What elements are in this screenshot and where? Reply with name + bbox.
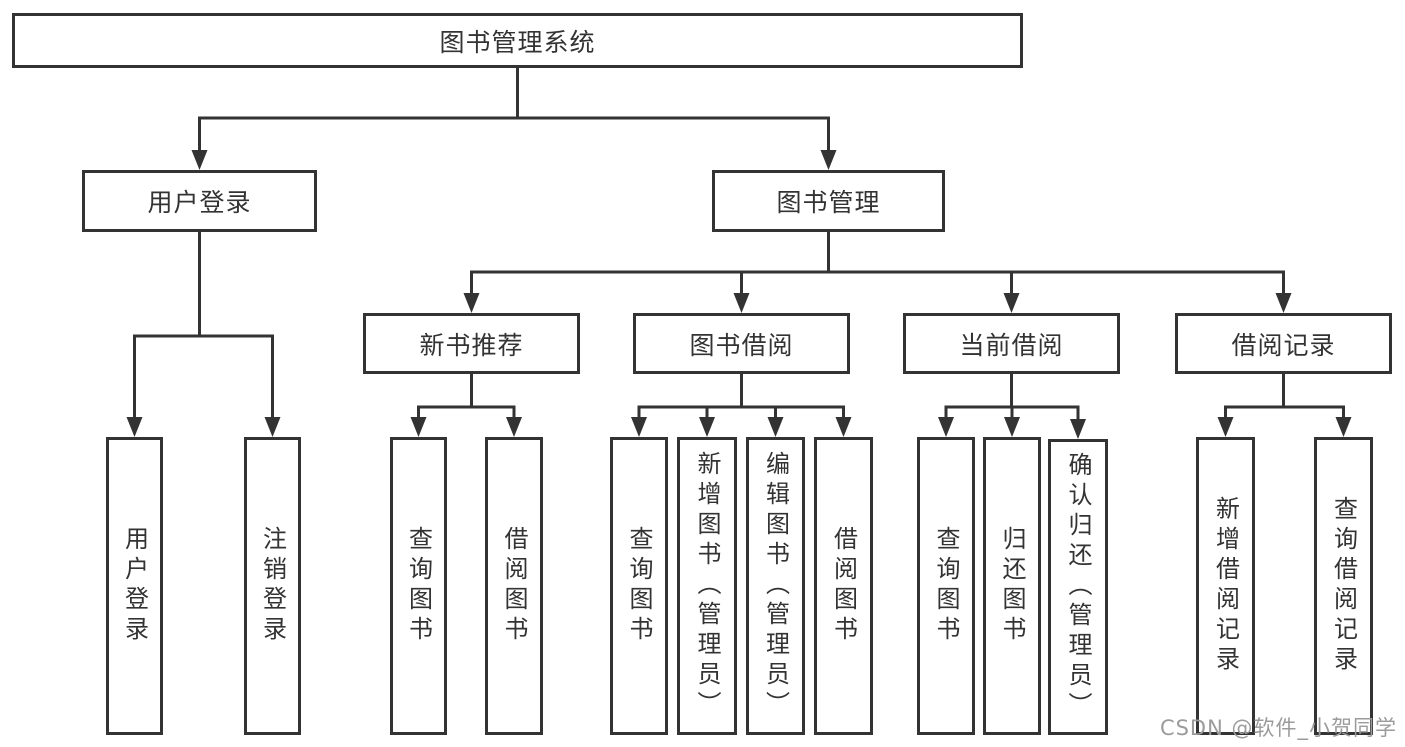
node-label: 当前借阅 bbox=[959, 330, 1064, 360]
node-label: 注销登录 bbox=[258, 526, 287, 646]
node-label: 编辑图书（管理员） bbox=[761, 451, 790, 721]
node-label: 用户登录 bbox=[147, 188, 252, 217]
node-add-book-admin: 新增图书（管理员） bbox=[677, 437, 737, 735]
node-borrow-books-leaf: 借阅图书 bbox=[814, 437, 873, 735]
arrow-down-icon bbox=[1275, 293, 1292, 313]
arrow-down-icon bbox=[264, 417, 281, 437]
node-label: 借阅图书 bbox=[829, 526, 858, 646]
node-label: 新书推荐 bbox=[419, 330, 524, 360]
node-book-management: 图书管理 bbox=[712, 170, 945, 232]
node-label: 查询图书 bbox=[932, 526, 960, 646]
arrow-down-icon bbox=[1217, 417, 1234, 437]
node-label: 新增图书（管理员） bbox=[693, 451, 721, 721]
node-edit-book-admin: 编辑图书（管理员） bbox=[746, 437, 805, 735]
arrow-down-icon bbox=[835, 417, 852, 437]
arrow-down-icon bbox=[463, 293, 480, 313]
node-confirm-return-admin: 确认归还（管理员） bbox=[1048, 439, 1108, 735]
node-label: 借阅图书 bbox=[500, 526, 528, 646]
arrow-down-icon bbox=[410, 417, 427, 437]
node-label: 确认归还（管理员） bbox=[1064, 452, 1092, 722]
node-query-books-recommend: 查询图书 bbox=[390, 437, 447, 735]
node-label: 归还图书 bbox=[998, 526, 1026, 646]
node-book-borrowing: 图书借阅 bbox=[633, 313, 850, 374]
node-query-books-current: 查询图书 bbox=[917, 437, 975, 735]
arrow-down-icon bbox=[1003, 293, 1020, 313]
arrow-down-icon bbox=[938, 417, 954, 437]
arrow-down-icon bbox=[506, 417, 522, 437]
node-label: 用户登录 bbox=[120, 526, 149, 646]
arrow-down-icon bbox=[699, 417, 715, 437]
node-user-login-leaf: 用户登录 bbox=[106, 437, 163, 735]
node-library-management-system: 图书管理系统 bbox=[12, 13, 1023, 68]
node-borrow-books-recommend: 借阅图书 bbox=[485, 437, 543, 735]
arrow-down-icon bbox=[1335, 417, 1352, 437]
node-new-book-recommendation: 新书推荐 bbox=[363, 313, 580, 374]
arrow-down-icon bbox=[631, 417, 647, 437]
arrow-down-icon bbox=[1004, 417, 1020, 437]
arrow-down-icon bbox=[767, 417, 784, 437]
node-label: 借阅记录 bbox=[1231, 330, 1336, 360]
node-label: 查询图书 bbox=[404, 526, 433, 646]
node-label: 图书管理 bbox=[776, 188, 881, 217]
arrow-down-icon bbox=[126, 417, 143, 437]
node-current-borrowing: 当前借阅 bbox=[903, 313, 1120, 374]
node-label: 查询图书 bbox=[625, 526, 653, 646]
watermark: CSDN @软件_小贺同学 bbox=[1159, 716, 1397, 740]
node-query-borrow-record: 查询借阅记录 bbox=[1314, 437, 1373, 735]
node-query-books-borrowing: 查询图书 bbox=[610, 437, 668, 735]
node-label: 查询借阅记录 bbox=[1329, 496, 1358, 676]
node-label: 图书管理系统 bbox=[439, 27, 596, 57]
arrow-down-icon bbox=[191, 150, 208, 170]
arrow-down-icon bbox=[820, 150, 837, 170]
arrow-down-icon bbox=[733, 293, 750, 313]
node-return-book: 归还图书 bbox=[983, 437, 1041, 735]
node-add-borrow-record: 新增借阅记录 bbox=[1196, 437, 1255, 735]
node-label: 新增借阅记录 bbox=[1211, 496, 1240, 676]
node-borrowing-records: 借阅记录 bbox=[1175, 313, 1392, 374]
arrow-down-icon bbox=[1070, 419, 1086, 439]
node-logout: 注销登录 bbox=[244, 437, 301, 735]
node-label: 图书借阅 bbox=[689, 330, 794, 360]
node-user-login: 用户登录 bbox=[82, 170, 317, 232]
